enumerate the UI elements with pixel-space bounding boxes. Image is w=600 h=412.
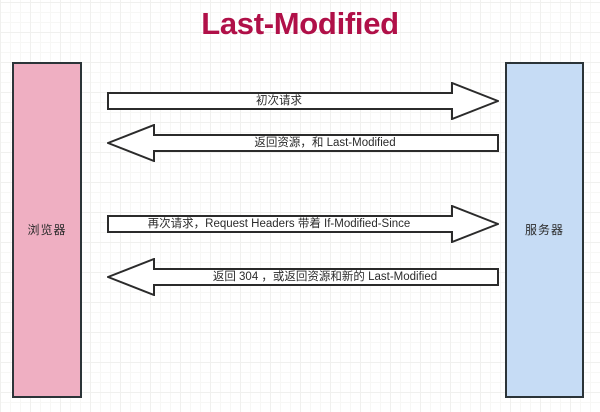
node-browser-label: 浏览器 xyxy=(27,223,67,237)
page-title: Last-Modified xyxy=(201,6,399,41)
arrow-left-icon xyxy=(107,258,499,296)
node-server[interactable]: 服务器 xyxy=(505,62,584,398)
arrow-second-request-if-modified-since[interactable]: 再次请求，Request Headers 带着 If-Modified-Sinc… xyxy=(107,205,499,243)
arrow-right-icon xyxy=(107,205,499,243)
arrow-left-icon xyxy=(107,124,499,162)
arrow-right-icon xyxy=(107,82,499,120)
arrow-return-304-or-new-last-modified[interactable]: 返回 304 ，或返回资源和新的 Last-Modified xyxy=(107,258,499,296)
arrow-initial-request[interactable]: 初次请求 xyxy=(107,82,499,120)
node-browser[interactable]: 浏览器 xyxy=(12,62,82,398)
arrow-return-resource-last-modified[interactable]: 返回资源，和 Last-Modified xyxy=(107,124,499,162)
node-server-label: 服务器 xyxy=(524,223,564,237)
